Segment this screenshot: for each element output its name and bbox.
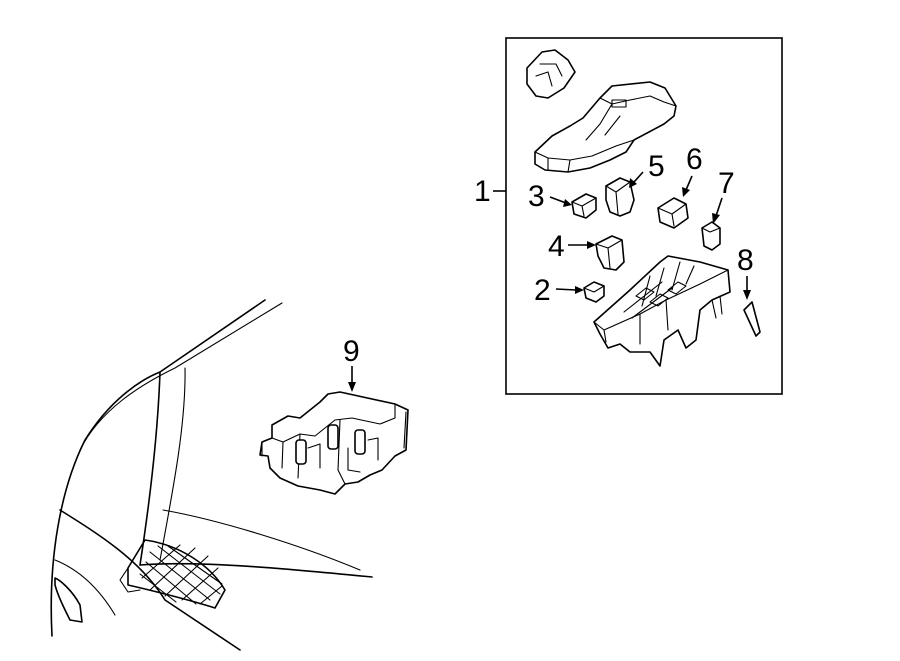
callout-2: 2 [534, 274, 551, 307]
part-3-fuse [571, 193, 597, 219]
part-9-fuse-block-base [259, 391, 409, 495]
part-8-fuse-puller [743, 301, 761, 337]
part-5-relay [605, 177, 635, 217]
fuse-block-assembly [593, 255, 731, 367]
vehicle-front-illustration [50, 299, 373, 651]
callout-7: 7 [718, 167, 735, 200]
callout-9: 9 [343, 335, 360, 368]
callout-4: 4 [548, 230, 565, 263]
callout-3: 3 [528, 180, 545, 213]
callout-1: 1 [474, 175, 491, 208]
callout-arrows [348, 171, 751, 392]
callout-6: 6 [686, 143, 703, 176]
relay-connector [526, 49, 576, 99]
callout-8: 8 [737, 244, 754, 277]
part-7-diode [701, 221, 721, 251]
fuse-box-cover [534, 81, 677, 173]
part-4-relay [595, 235, 625, 271]
assembly-frame [505, 37, 783, 395]
grille-mesh [139, 544, 223, 605]
callout-5: 5 [648, 150, 665, 183]
